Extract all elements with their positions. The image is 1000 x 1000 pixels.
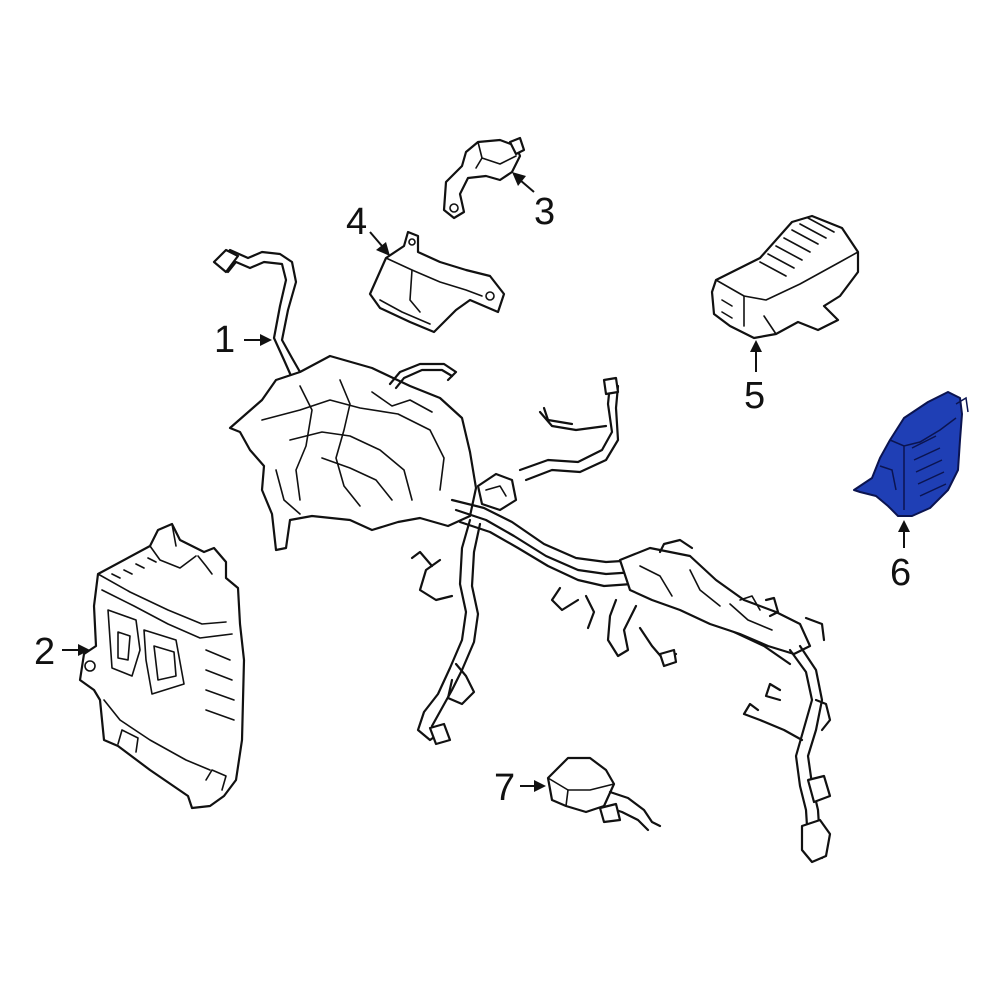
part-7-sensor[interactable] (546, 756, 662, 832)
part-3-sensor-bracket[interactable] (442, 136, 526, 220)
part-2-control-module[interactable] (78, 522, 246, 810)
part-6-module-highlighted[interactable] (853, 391, 969, 517)
callout-2: 2 (34, 631, 55, 673)
callout-6: 6 (890, 552, 911, 594)
callout-5: 5 (744, 375, 765, 417)
callout-7: 7 (494, 767, 515, 809)
part-1-wiring-harness[interactable] (212, 248, 832, 864)
part-5-module[interactable] (710, 214, 860, 340)
callout-4: 4 (346, 201, 367, 243)
callout-3: 3 (534, 191, 555, 233)
part-4-bracket[interactable] (368, 230, 506, 334)
callout-leaders (62, 172, 910, 792)
callout-1: 1 (214, 319, 235, 361)
